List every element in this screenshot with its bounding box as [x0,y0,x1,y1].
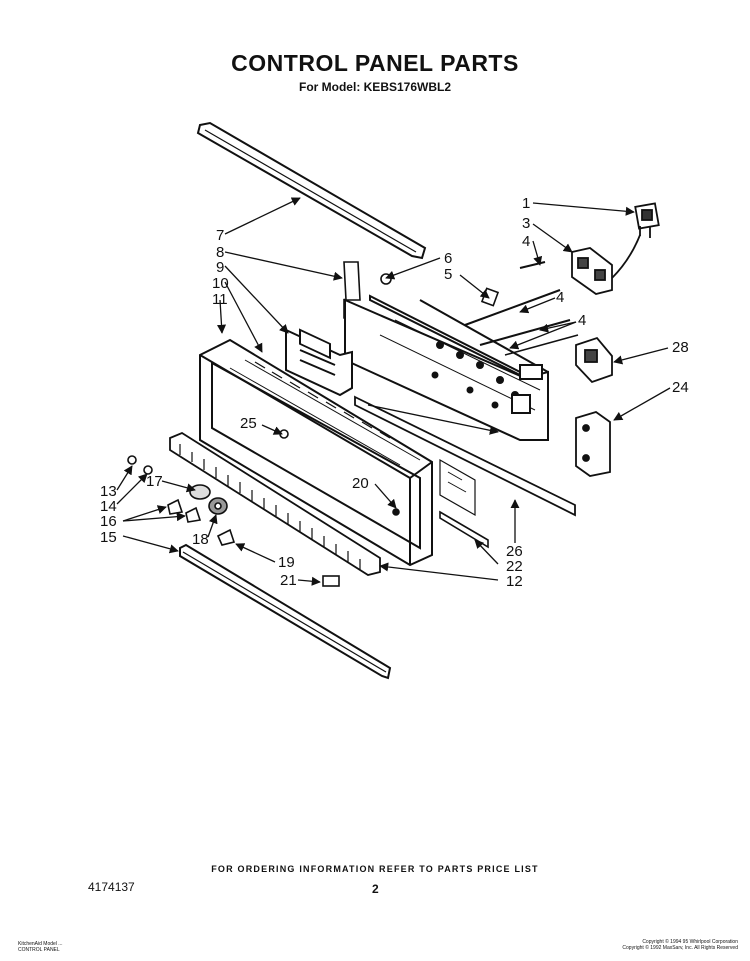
callout-25: 25 [240,415,257,432]
page-number: 2 [372,882,379,896]
callout-13: 13 [100,483,117,500]
display-module [285,328,353,397]
ordering-note: FOR ORDERING INFORMATION REFER TO PARTS … [211,864,539,874]
callout-8: 8 [216,244,224,261]
callout-11: 11 [212,291,228,308]
knob-parts [127,429,400,587]
callout-16: 16 [100,513,117,530]
callout-numbers: 1 3 4 4 4 6 5 7 8 9 10 11 25 20 13 14 17… [100,195,689,590]
callout-4: 4 [556,289,564,306]
leader-lines [116,197,671,586]
callout-22: 22 [506,558,523,575]
control-panel-housing [199,338,476,567]
callout-10: 10 [212,275,229,292]
footer-left-line-2: CONTROL PANEL [18,947,60,953]
callout-18: 18 [192,531,209,548]
bottom-trim-strip [179,543,392,680]
callout-21: 21 [280,572,297,589]
secondary-rail [439,510,489,549]
callout-7: 7 [216,227,224,244]
callout-12: 12 [506,573,523,590]
model-subtitle: For Model: KEBS176WBL2 [298,80,451,94]
callout-26: 26 [506,543,523,560]
callout-20: 20 [352,475,369,492]
top-trim-strip [196,121,427,260]
control-bracket [571,234,641,295]
footer-left-line-1: KitchenAid Model ... [18,941,63,947]
callout-6: 6 [444,250,452,267]
page-title: CONTROL PANEL PARTS [231,50,519,76]
callout-4: 4 [578,312,586,329]
clip-parts [380,273,500,307]
knob-bar [169,431,381,576]
callout-24: 24 [672,379,689,396]
document-part-number: 4174137 [88,880,135,894]
footer-copyright: Copyright © 1994 95 Whirlpool Corporatio… [622,939,738,951]
callout-17: 17 [146,473,163,490]
switch-part [634,202,660,238]
callout-14: 14 [100,498,117,515]
callout-28: 28 [672,339,689,356]
copyright-line-2: Copyright © 1992 MaxSarv, Inc. All Right… [622,945,738,951]
footer-left-notes: KitchenAid Model ... CONTROL PANEL [18,941,62,953]
callout-5: 5 [444,266,452,283]
copyright-line-1: Copyright © 1994 95 Whirlpool Corporatio… [642,939,738,945]
callout-15: 15 [100,529,117,546]
side-brackets [575,336,613,477]
callout-19: 19 [278,554,295,571]
callout-4: 4 [522,233,530,250]
callout-1: 1 [522,195,530,212]
callout-9: 9 [216,259,224,276]
lower-rail [354,395,576,517]
callout-3: 3 [522,215,530,232]
